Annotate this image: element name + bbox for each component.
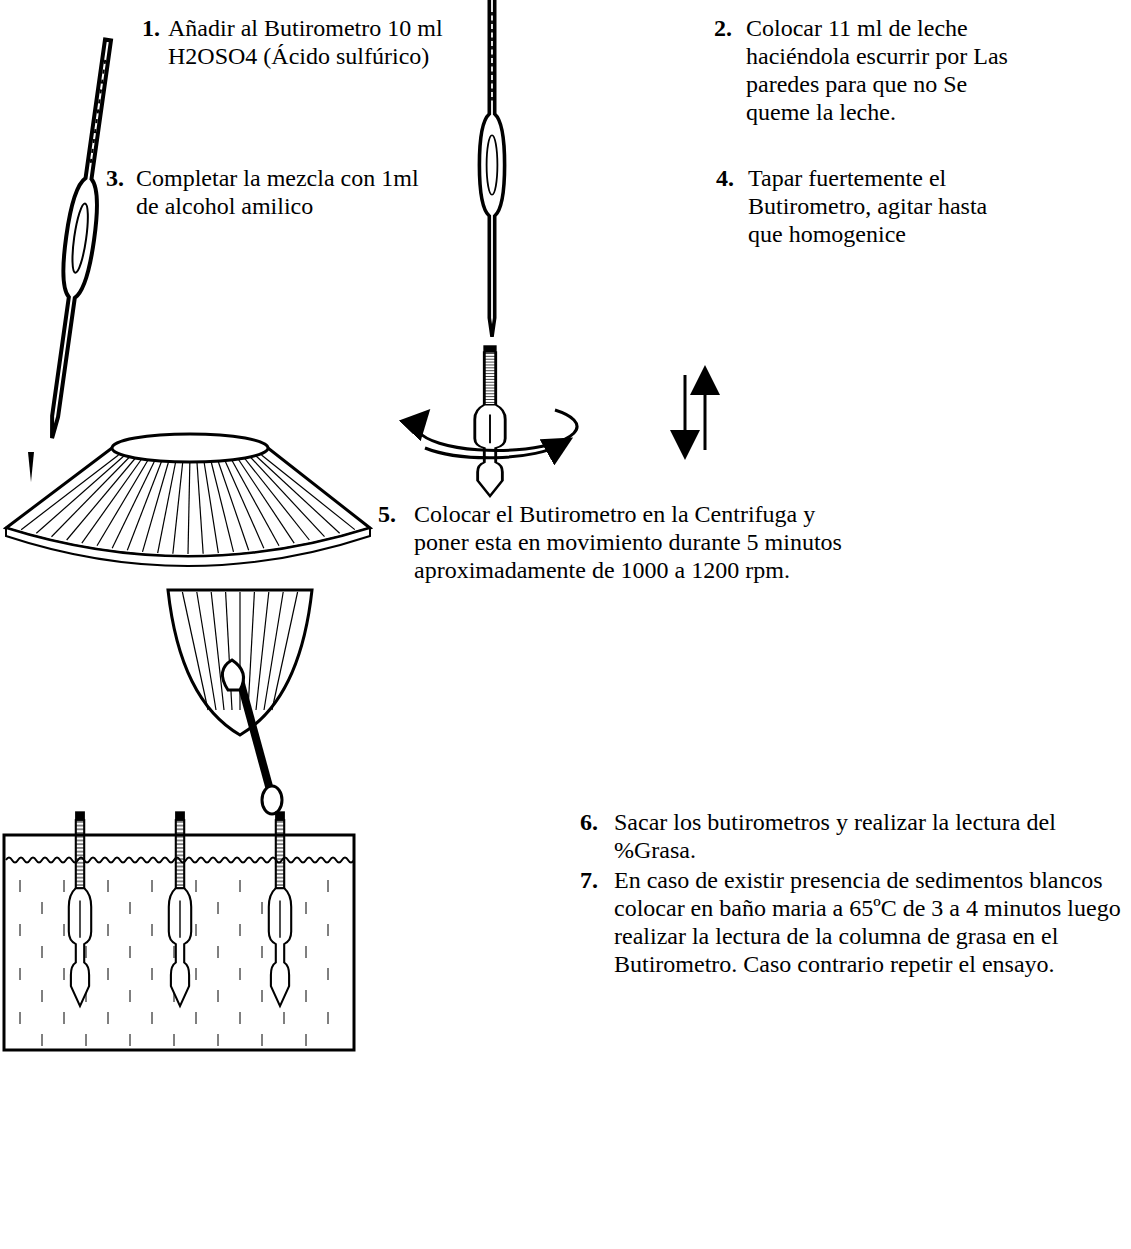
centrifuge <box>6 434 370 814</box>
pipette <box>479 0 504 337</box>
rotation-arrow <box>425 445 560 458</box>
step-number: 1. <box>142 14 172 42</box>
step-number: 7. <box>580 866 610 894</box>
step-text: Colocar el Butirometro en la Centrifuga … <box>414 500 854 584</box>
water-bath <box>4 811 354 1050</box>
shake-arrow <box>684 375 687 445</box>
rotation-arrow <box>417 410 577 451</box>
step-number: 5. <box>378 500 408 528</box>
step-text: En caso de existir presencia de sediment… <box>614 866 1122 978</box>
step-text: Sacar los butirometros y realizar la lec… <box>614 808 1122 864</box>
shake-arrow <box>704 380 707 450</box>
step-text: Colocar 11 ml de leche haciéndola escurr… <box>746 14 1016 126</box>
pipette <box>38 38 122 440</box>
step-number: 2. <box>714 14 744 42</box>
step-text: Tapar fuertemente el Butirometro, agitar… <box>748 164 998 248</box>
step-number: 4. <box>716 164 746 192</box>
step-number: 6. <box>580 808 610 836</box>
step-text: Añadir al Butirometro 10 ml H2OSO4 (Ácid… <box>168 14 498 70</box>
butyrometer <box>475 345 505 496</box>
step-text: Completar la mezcla con 1ml de alcohol a… <box>136 164 426 220</box>
pipette-tip <box>28 452 34 482</box>
step-number: 3. <box>106 164 136 192</box>
